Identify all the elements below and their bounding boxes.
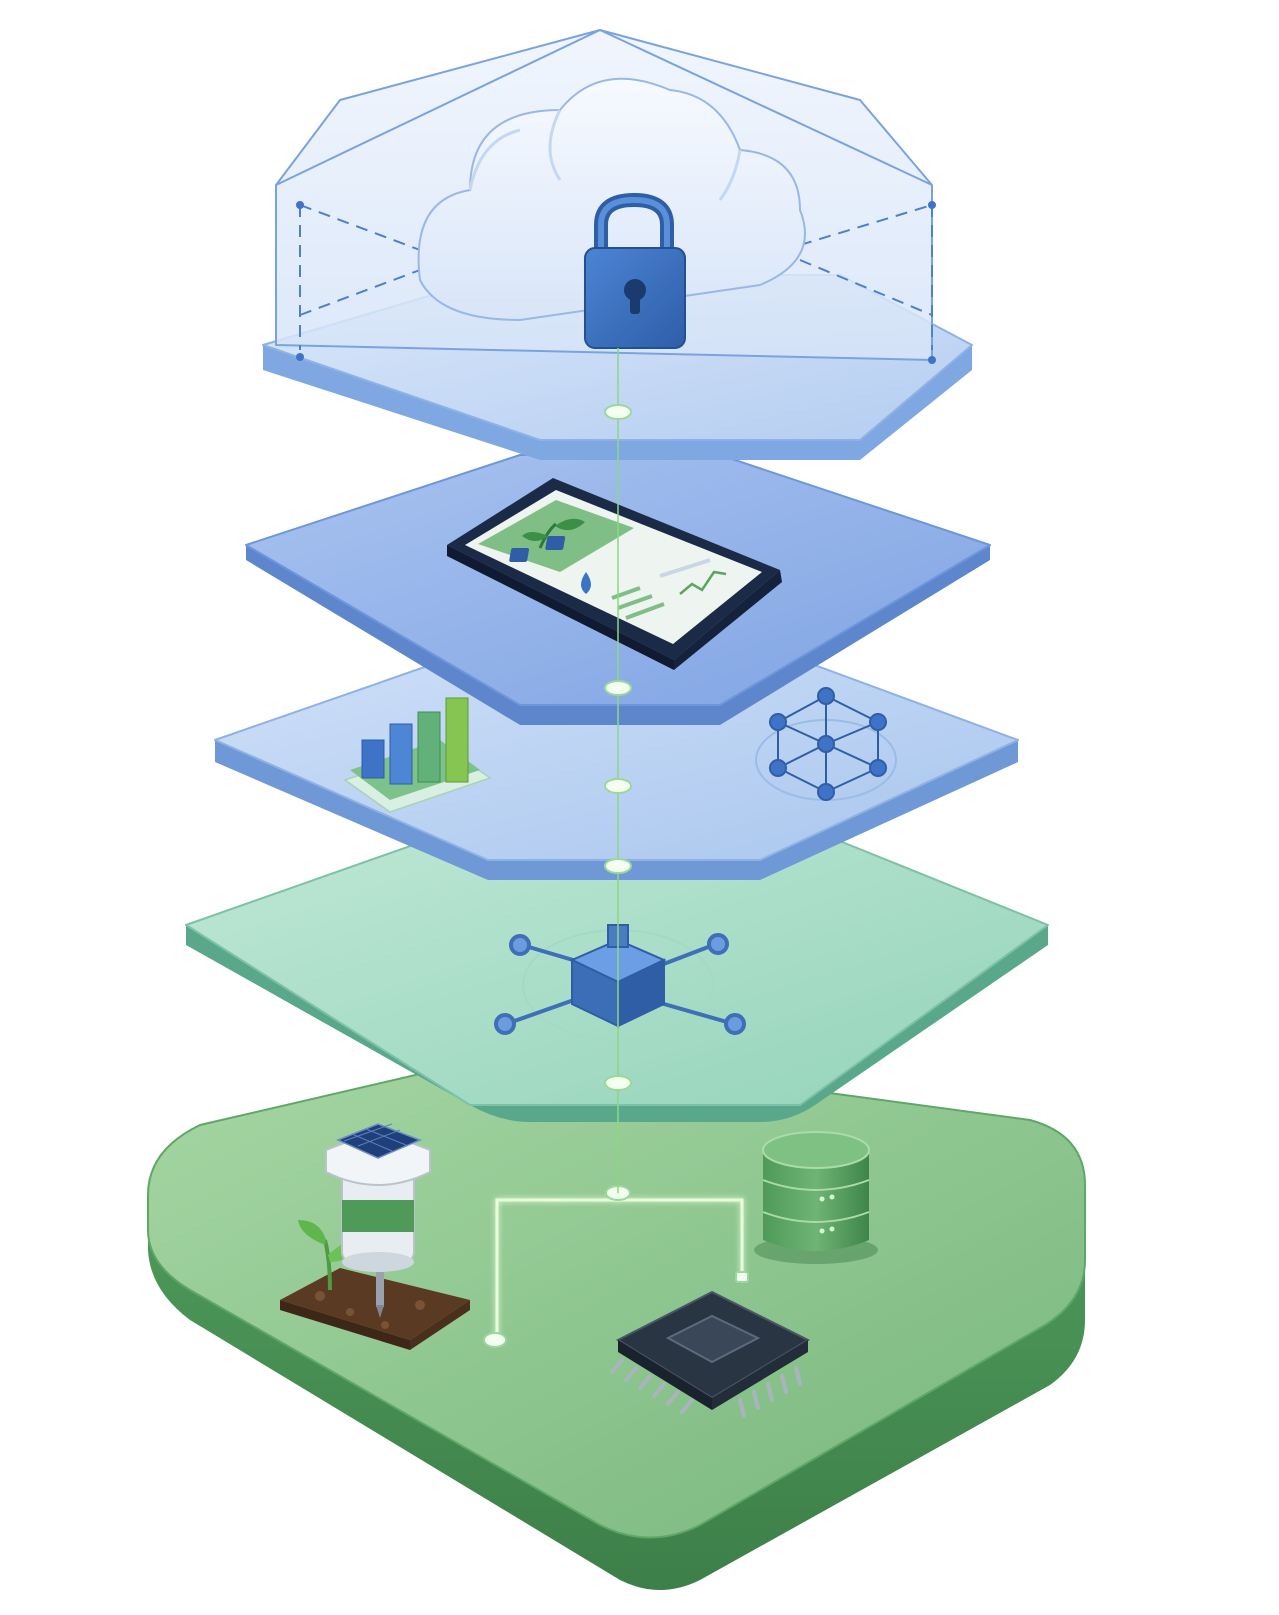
trace-node-right <box>735 1271 749 1283</box>
network-graph-icon <box>755 687 897 801</box>
padlock-icon <box>584 192 686 349</box>
water-drop-icon <box>581 572 591 594</box>
solar-panel-icon <box>336 1123 422 1159</box>
node-icon <box>494 1013 516 1035</box>
device-layer <box>147 1054 1086 1590</box>
node-icon <box>707 933 729 955</box>
soil-sensor-icon <box>280 1123 470 1350</box>
connector-node <box>604 680 632 696</box>
microchip-icon <box>610 1290 811 1418</box>
trace-node-left <box>483 1332 507 1348</box>
node-icon <box>724 1013 746 1035</box>
node-icon <box>509 934 531 956</box>
database-icon <box>754 1131 878 1264</box>
soil-patch <box>280 1268 470 1340</box>
connector-node <box>604 1075 632 1091</box>
trend-line-icon <box>679 570 727 595</box>
connector-node <box>604 778 632 794</box>
circuit-trace-right <box>618 1198 744 1275</box>
bar-chart-icon <box>343 697 492 813</box>
connector-spine <box>604 348 632 1193</box>
connector-node <box>604 404 632 420</box>
connector-node <box>604 858 632 874</box>
